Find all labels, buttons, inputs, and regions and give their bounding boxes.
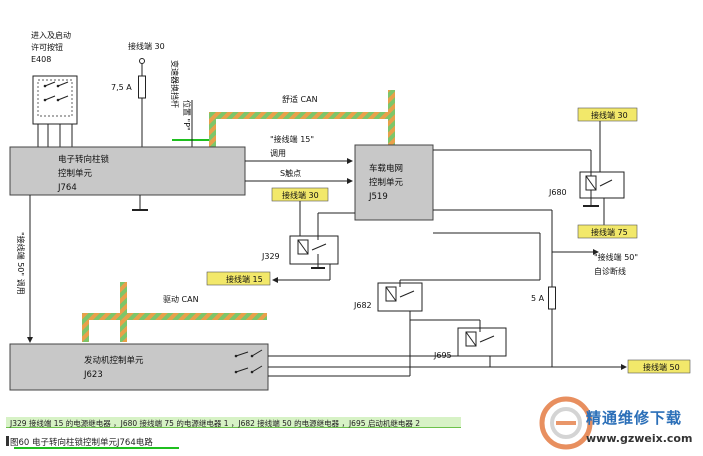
term75-tag <box>577 224 638 239</box>
term30-top-label: 接线端 30 <box>128 41 165 51</box>
term15-signal-line2: 调用 <box>270 149 286 158</box>
j764-label-line2: 控制单元 <box>58 168 93 179</box>
j623-label-line1: 发动机控制单元 <box>84 355 144 366</box>
j680-relay <box>433 121 625 225</box>
legend-highlight <box>6 417 461 428</box>
term15-tag <box>206 271 271 286</box>
selector-label-line1: 变速器换挡杆 <box>170 60 180 108</box>
j329-relay <box>289 201 355 280</box>
term50-tag-text: 接线端 50 <box>643 362 680 372</box>
watermark-name: 精通维修下载 <box>586 409 683 427</box>
j764-label-line3: J764 <box>57 183 77 193</box>
j695-relay <box>457 320 507 367</box>
j329-label: J329 <box>261 252 280 261</box>
comfort-can-bus <box>209 90 395 156</box>
j623-block <box>9 343 269 391</box>
term30-right-tag-text: 接线端 30 <box>591 110 628 120</box>
watermark-url: www.gzweix.com <box>586 432 693 445</box>
term50-call-label: "接线端 50" 调用 <box>16 232 26 295</box>
j682-relay <box>377 232 541 321</box>
drive-can-bus <box>82 282 267 342</box>
drive-can-label: 驱动 CAN <box>163 294 199 304</box>
j680-label: J680 <box>548 188 567 197</box>
figure-caption: 图60 电子转向柱锁控制单元J764电路 <box>10 438 153 448</box>
term50-diag-line1: "接线端 50" <box>594 252 638 262</box>
j682-label: J682 <box>353 301 372 310</box>
term15-signal-line1: "接线端 15" <box>270 134 314 144</box>
watermark-logo <box>539 396 593 450</box>
caption-underline <box>14 447 179 449</box>
j519-label-line3: J519 <box>368 192 388 202</box>
fuse-7-5a-label: 7,5 A <box>111 83 132 92</box>
j519-label-line2: 控制单元 <box>369 177 404 188</box>
selector-label-line2: 位置 "P" <box>182 100 192 131</box>
fuse-7-5a <box>138 58 146 147</box>
term50-diag-line2: 自诊断线 <box>594 266 626 276</box>
caption-bar <box>6 436 9 446</box>
fuse-5a-label: 5 A <box>531 294 545 303</box>
j519-block <box>354 144 434 221</box>
e408-label-line3: E408 <box>31 55 51 64</box>
term30-mid-tag-text: 接线端 30 <box>282 190 319 200</box>
e408-label-line1: 进入及启动 <box>31 30 71 40</box>
s-contact-label: S触点 <box>280 168 301 178</box>
j764-label-line1: 电子转向柱锁 <box>58 154 110 165</box>
e408-label-line2: 许可按钮 <box>31 42 63 52</box>
term75-tag-text: 接线端 75 <box>591 227 628 237</box>
term15-tag-text: 接线端 15 <box>226 274 263 284</box>
fuse-5a <box>548 252 556 367</box>
j623-label-line2: J623 <box>83 370 103 380</box>
e408-start-button <box>32 75 78 125</box>
term50-tag <box>627 359 691 374</box>
legend-text: J329 接线端 15 的电源继电器 ，J680 接线端 75 的电源继电器 1… <box>10 419 421 428</box>
j623-switches <box>234 311 458 377</box>
e408-wires <box>37 124 73 147</box>
comfort-can-label: 舒适 CAN <box>282 94 318 104</box>
j764-block <box>9 146 246 196</box>
j519-label-line1: 车载电网 <box>369 163 403 174</box>
j764-ground <box>132 195 148 211</box>
term30-right-tag <box>577 107 638 122</box>
